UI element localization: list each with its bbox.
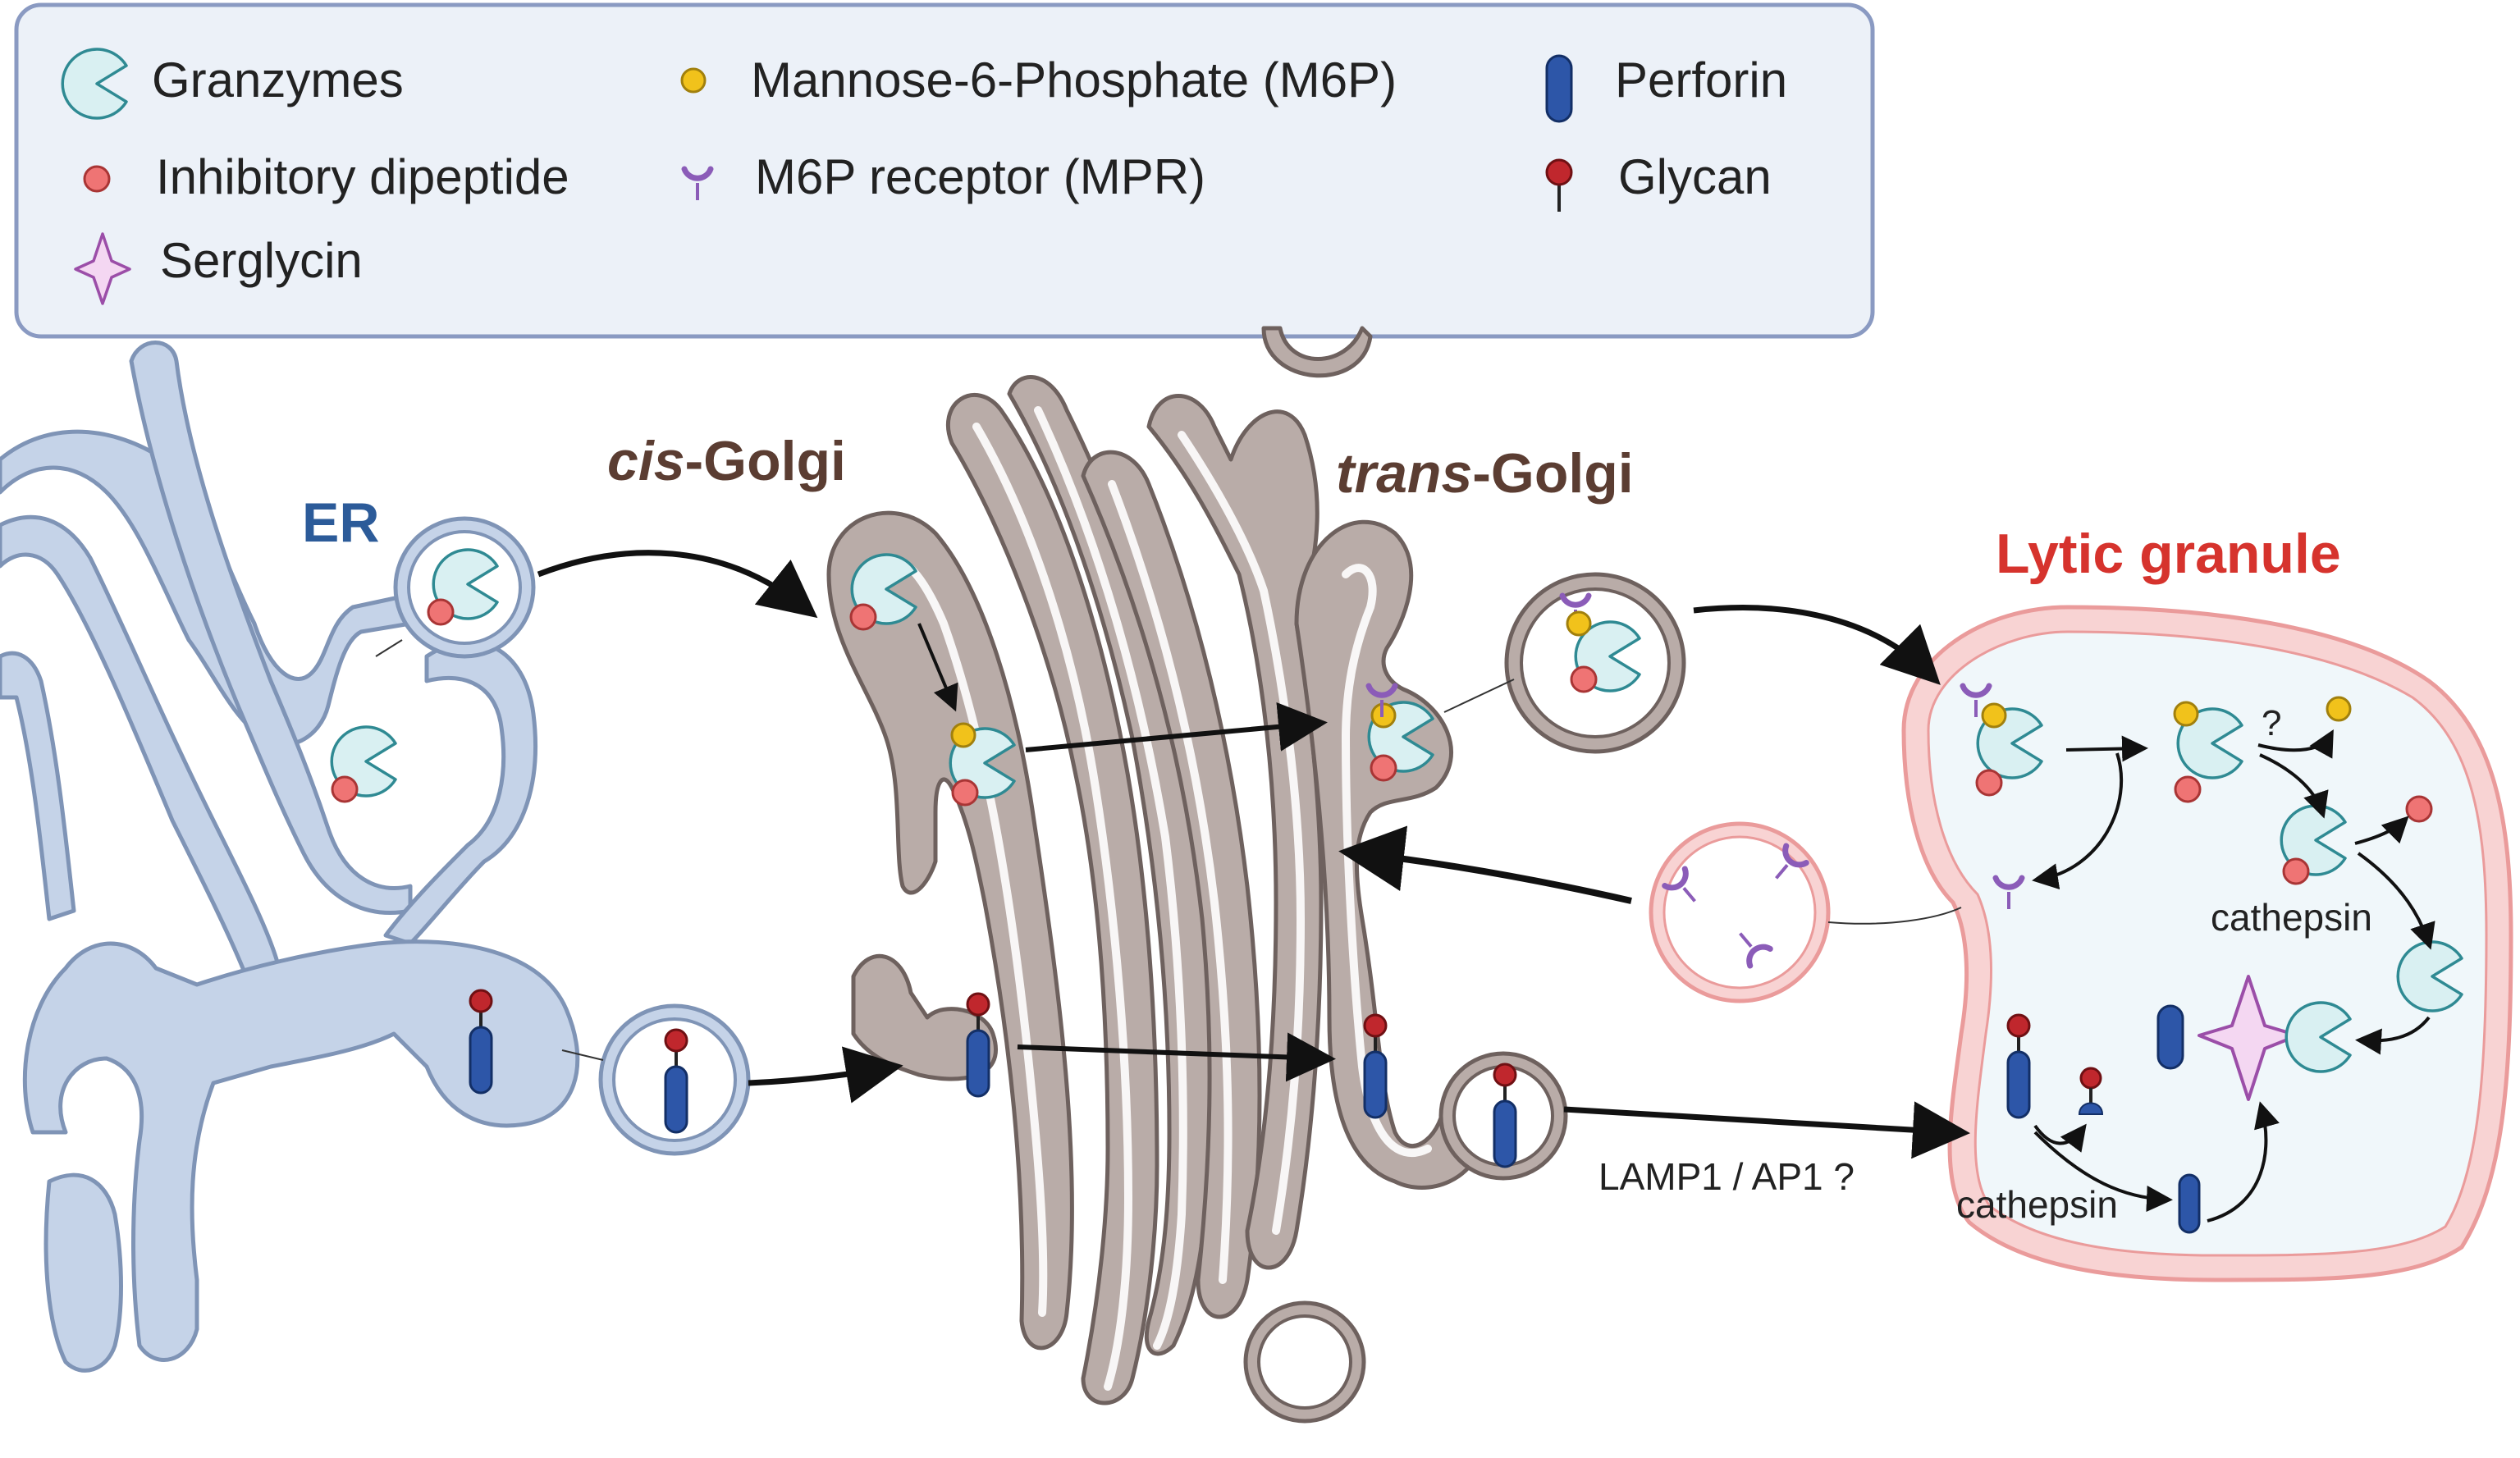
trans-golgi-label: trans-Golgi <box>1336 442 1634 505</box>
er-granzyme <box>330 725 397 803</box>
cis-golgi-label: cis-Golgi <box>607 430 846 492</box>
lamp1-ap1-label: LAMP1 / AP1 ? <box>1598 1155 1855 1198</box>
endoplasmic-reticulum <box>0 341 580 1373</box>
er-vesicle-perforin <box>598 1003 751 1156</box>
granule-processed-perforin <box>2178 1173 2201 1234</box>
legend-serglycin: Serglycin <box>160 233 363 288</box>
er-vesicle-granzyme <box>393 516 536 659</box>
tgn-vesicle-granzyme <box>1504 572 1686 754</box>
transport-arrows <box>537 550 2435 1223</box>
trans-golgi-perforin <box>1365 1015 1386 1117</box>
granule-serglycin-complex <box>2156 975 2352 1101</box>
legend-mpr: M6P receptor (MPR) <box>755 149 1205 204</box>
m6p-icon <box>680 67 707 94</box>
granule-perforin-glycan <box>2008 1015 2029 1117</box>
legend-inhibitory-dipeptide: Inhibitory dipeptide <box>156 149 569 204</box>
legend-perforin: Perforin <box>1615 53 1787 107</box>
legend-granzymes: Granzymes <box>152 53 404 107</box>
cathepsin-label-bottom: cathepsin <box>1956 1183 2118 1226</box>
lytic-granule-label: Lytic granule <box>1996 523 2341 585</box>
mpr-recycling-vesicle <box>1649 821 1831 1003</box>
er-label: ER <box>302 491 379 554</box>
serglycin-icon <box>74 232 131 305</box>
granule-free-m6p <box>2326 696 2352 722</box>
granule-cleaved-glycan <box>2078 1067 2104 1115</box>
inhibitory-dipeptide-icon <box>83 165 111 193</box>
golgi-small-vesicle <box>1257 1314 1352 1410</box>
legend-box <box>14 2 1875 339</box>
granule-free-dipeptide <box>2405 795 2433 823</box>
legend-glycan: Glycan <box>1618 149 1772 204</box>
cis-golgi-perforin <box>967 994 989 1096</box>
cathepsin-label-top: cathepsin <box>2211 896 2372 939</box>
glycan-icon <box>1545 158 1573 212</box>
tgn-vesicle-perforin <box>1438 1051 1568 1181</box>
er-perforin <box>470 990 492 1093</box>
golgi-apparatus <box>826 326 1490 1424</box>
lytic-granule <box>1901 605 2513 1282</box>
question-mark-top: ? <box>2262 703 2281 743</box>
legend-m6p: Mannose-6-Phosphate (M6P) <box>751 53 1397 107</box>
perforin-icon <box>1545 54 1573 123</box>
